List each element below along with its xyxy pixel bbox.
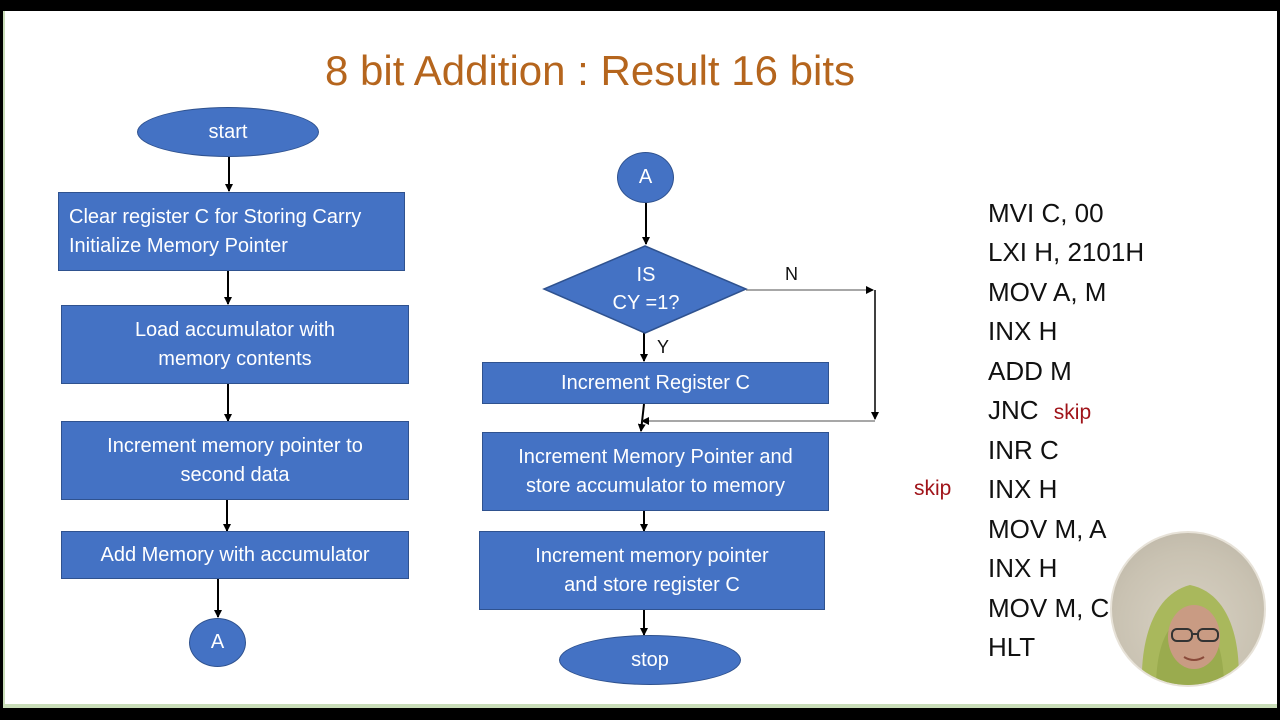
- increment-register-c-box: Increment Register C: [482, 362, 829, 404]
- increment-pointer-text: Increment memory pointer to second data: [107, 434, 363, 486]
- start-label: start: [208, 120, 248, 143]
- decision-text-wrap: IS CY =1?: [575, 258, 717, 320]
- stop-label: stop: [631, 648, 669, 671]
- code-line-9: MOV M, A: [988, 514, 1107, 544]
- connector-a-in-label: A: [638, 166, 653, 188]
- code-line-6-op: JNC: [988, 395, 1039, 425]
- presenter-webcam: [1110, 531, 1266, 687]
- stop-terminal: stop: [559, 635, 741, 685]
- load-accumulator-box: Load accumulator with memory contents: [61, 305, 409, 384]
- arrow-inc-c-inc-store: [637, 403, 646, 432]
- code-line-5: ADD M: [988, 356, 1072, 386]
- code-line-6: JNC skip: [988, 395, 1091, 426]
- presenter-avatar-icon: [1141, 585, 1239, 685]
- code-line-7: INR C: [988, 435, 1059, 465]
- skip-label: skip: [914, 477, 952, 500]
- load-accumulator-text: Load accumulator with memory contents: [134, 318, 336, 370]
- decision-text: IS CY =1?: [612, 264, 680, 314]
- connector-a-out-label: A: [210, 631, 225, 653]
- slide-title: 8 bit Addition : Result 16 bits: [325, 47, 855, 94]
- jnc-target-label: skip: [1053, 401, 1092, 424]
- increment-store-c-box: Increment memory pointer and store regis…: [479, 531, 825, 610]
- code-line-10: INX H: [988, 553, 1058, 583]
- code-line-11: MOV M, C: [988, 593, 1110, 623]
- label-no: N: [785, 264, 798, 284]
- start-terminal: start: [137, 107, 319, 157]
- connector-a-out: A: [189, 618, 246, 667]
- add-memory-box: Add Memory with accumulator: [61, 531, 409, 579]
- code-line-3: MOV A, M: [988, 277, 1107, 307]
- increment-store-c-text: Increment memory pointer and store regis…: [535, 544, 769, 596]
- code-line-8: INX H: [988, 474, 1058, 504]
- increment-store-box: Increment Memory Pointer and store accum…: [482, 432, 829, 511]
- code-line-2: LXI H, 2101H: [988, 237, 1145, 267]
- increment-store-text: Increment Memory Pointer and store accum…: [518, 445, 793, 497]
- clear-register-box: Clear register C for Storing Carry Initi…: [58, 192, 405, 271]
- code-line-4: INX H: [988, 316, 1058, 346]
- connector-a-in: A: [617, 152, 674, 203]
- add-memory-text: Add Memory with accumulator: [100, 543, 370, 566]
- clear-register-text: Clear register C for Storing Carry Initi…: [69, 205, 362, 257]
- label-yes: Y: [657, 337, 670, 357]
- decision-diamond: [542, 245, 748, 334]
- code-line-1: MVI C, 00: [988, 198, 1104, 228]
- increment-register-c-text: Increment Register C: [561, 371, 750, 394]
- increment-pointer-box: Increment memory pointer to second data: [61, 421, 409, 500]
- code-line-12: HLT: [988, 632, 1036, 662]
